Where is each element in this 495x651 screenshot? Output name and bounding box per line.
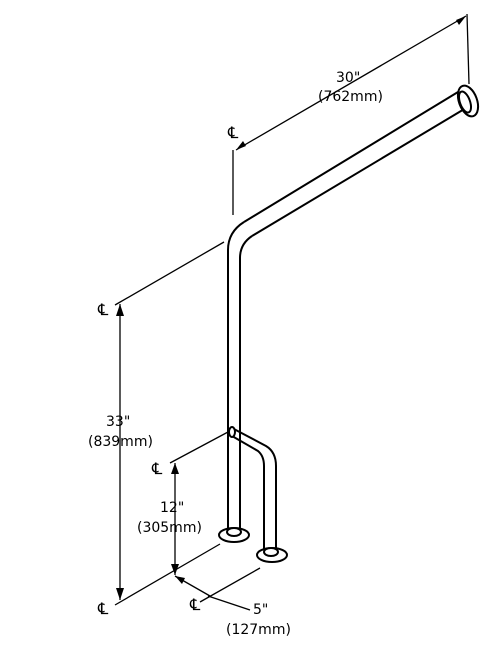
main-floor-flange	[218, 527, 250, 543]
main-vertical-leg	[227, 221, 253, 530]
depth-inches-label: 5"	[253, 602, 268, 618]
centerline-mark: ℄	[227, 123, 239, 142]
top-wall-flange	[456, 84, 480, 118]
centerline-bottom-mark: ℄	[97, 599, 109, 618]
secondary-floor-flange	[256, 547, 288, 563]
centerline-top-mark: ℄	[97, 300, 109, 319]
width-mm-label: (762mm)	[318, 89, 383, 105]
height-inches-label: 33"	[106, 414, 130, 430]
horizontal-arm	[243, 91, 467, 237]
secondary-leg	[228, 426, 277, 551]
depth-dimension: ℄ 5" (127mm)	[174, 567, 291, 638]
centerline-depth-mark: ℄	[189, 595, 201, 614]
height-dimension: ℄ ℄ 33" (839mm)	[88, 241, 225, 618]
lower-dimension: ℄ 12" (305mm)	[137, 431, 229, 575]
height-mm-label: (839mm)	[88, 434, 153, 450]
width-dimension: ℄ 30" (762mm)	[227, 13, 470, 215]
width-inches-label: 30"	[336, 70, 360, 86]
depth-mm-label: (127mm)	[226, 622, 291, 638]
centerline-lower-mark: ℄	[151, 459, 163, 478]
lower-inches-label: 12"	[160, 500, 184, 516]
lower-mm-label: (305mm)	[137, 520, 202, 536]
